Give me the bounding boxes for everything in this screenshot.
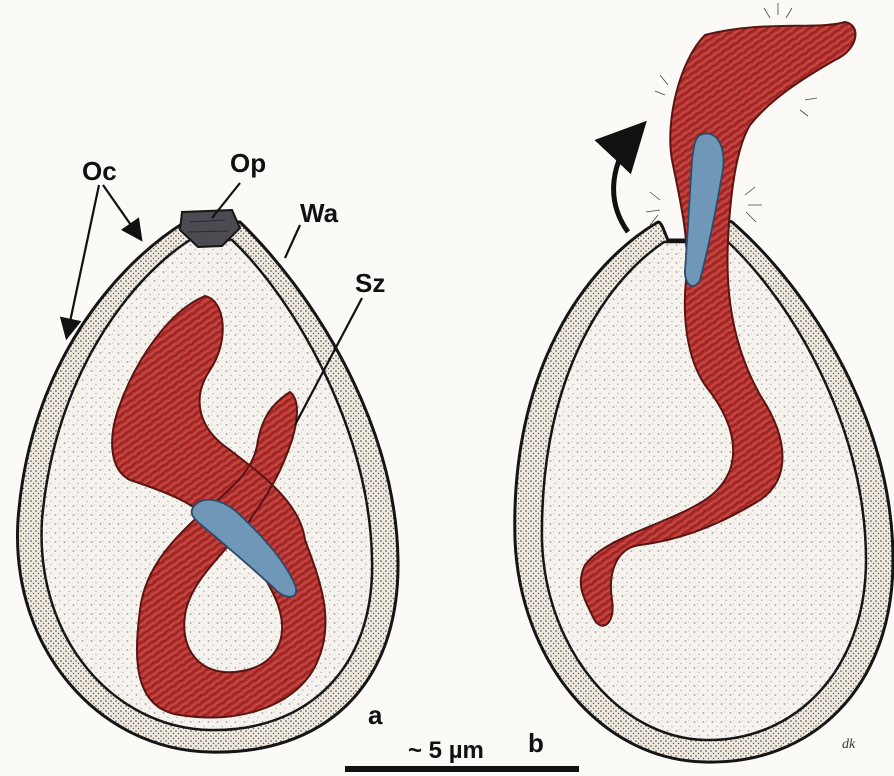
artist-signature: dk <box>842 737 856 752</box>
curved-arrow-icon <box>614 128 640 232</box>
label-oc: Oc <box>82 156 117 186</box>
scale-bar-label: ~ 5 µm <box>408 737 484 764</box>
panel-label-b: b <box>528 728 544 758</box>
oocyst-b <box>515 3 893 762</box>
oocyst-a <box>18 210 399 752</box>
panel-label-a: a <box>368 700 383 730</box>
label-wa: Wa <box>300 198 339 228</box>
label-op: Op <box>230 148 266 178</box>
scale-bar-line <box>345 766 579 772</box>
scale-bar: ~ 5 µm <box>345 737 579 772</box>
label-sz: Sz <box>355 268 385 298</box>
